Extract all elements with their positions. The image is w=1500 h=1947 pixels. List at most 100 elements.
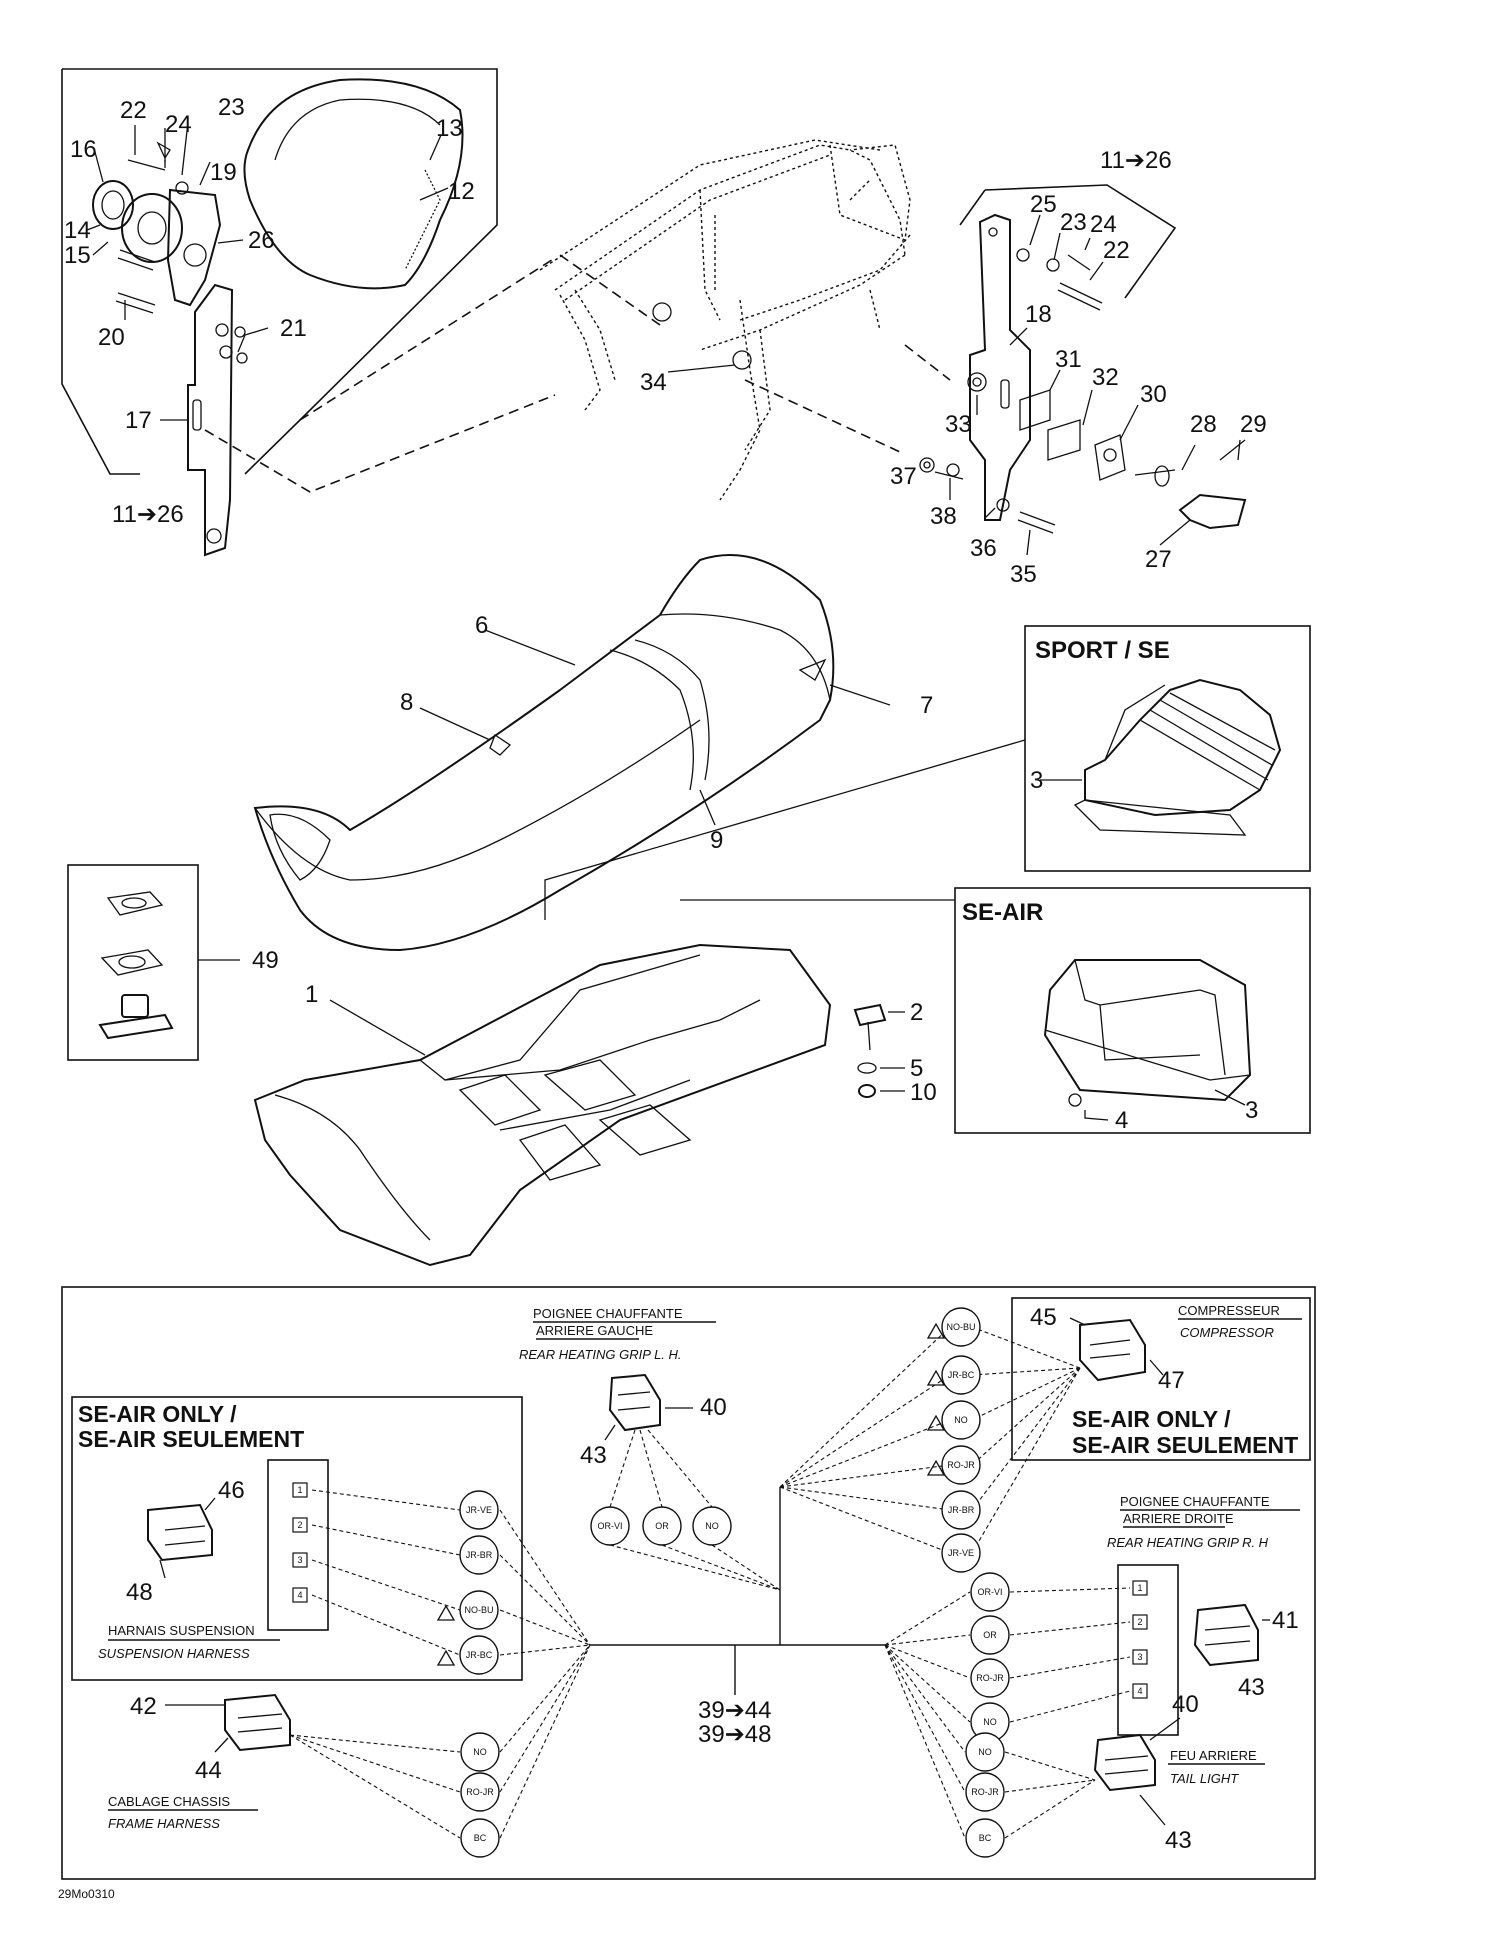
- grip-left-connector: [608, 1373, 661, 1432]
- item-49-panel: 49: [67, 864, 279, 1061]
- wire-code-grip-left-3: NO: [692, 1506, 732, 1546]
- svg-text:NO-BU: NO-BU: [947, 1322, 976, 1332]
- figure-reference: 29Mo0310: [58, 1887, 115, 1901]
- se-air-panel: SE-AIR 4 3: [680, 887, 1311, 1134]
- callout-12: 12: [448, 178, 475, 205]
- grip-left-label-en: REAR HEATING GRIP L. H.: [519, 1347, 682, 1362]
- svg-text:1: 1: [1137, 1583, 1142, 1593]
- callout-9: 9: [710, 827, 723, 854]
- wiring-diagram: POIGNEE CHAUFFANTE ARRIERE GAUCHE REAR H…: [61, 1286, 1316, 1880]
- se-air-only-left-1: SE-AIR ONLY /: [78, 1401, 237, 1427]
- wire-code-comp-5: JR-BR: [941, 1490, 981, 1530]
- callout-24a: 24: [165, 111, 192, 138]
- se-air-only-right-1: SE-AIR ONLY /: [1072, 1406, 1231, 1432]
- callout-3a: 3: [1030, 767, 1043, 794]
- wire-code-frame-1: NO: [460, 1732, 500, 1772]
- wire-code-frame-2: RO-JR: [460, 1772, 500, 1812]
- svg-text:2: 2: [297, 1520, 302, 1530]
- wire-code-grip-left-1: OR-VI: [590, 1506, 630, 1546]
- grip-right-label-en: REAR HEATING GRIP R. H: [1107, 1535, 1269, 1550]
- se-air-title: SE-AIR: [962, 899, 1043, 926]
- callout-48: 48: [126, 1579, 153, 1606]
- callout-13: 13: [436, 115, 463, 142]
- callout-18: 18: [1025, 301, 1052, 328]
- svg-text:JR-BC: JR-BC: [948, 1370, 975, 1380]
- callout-24b: 24: [1090, 211, 1117, 238]
- wire-code-frame-3: BC: [460, 1818, 500, 1858]
- wire-code-grip-right-4: NO: [970, 1702, 1010, 1742]
- callout-42: 42: [130, 1693, 157, 1720]
- callout-31: 31: [1055, 346, 1082, 373]
- suspension-connector: [147, 1503, 213, 1562]
- frame-label-fr: CABLAGE CHASSIS: [108, 1794, 230, 1809]
- svg-text:JR-VE: JR-VE: [466, 1505, 492, 1515]
- pin-grip-right-1: 1: [1132, 1580, 1148, 1596]
- sport-se-panel: SPORT / SE 3: [544, 625, 1311, 920]
- svg-text:JR-BR: JR-BR: [466, 1550, 493, 1560]
- callout-38: 38: [930, 503, 957, 530]
- svg-text:4: 4: [297, 1590, 302, 1600]
- svg-text:OR-VI: OR-VI: [977, 1587, 1002, 1597]
- svg-text:BC: BC: [979, 1833, 992, 1843]
- svg-text:NO: NO: [473, 1747, 487, 1757]
- callout-4: 4: [1115, 1107, 1128, 1134]
- grip-right-label-fr-1: POIGNEE CHAUFFANTE: [1120, 1494, 1270, 1509]
- svg-text:2: 2: [1137, 1617, 1142, 1627]
- callout-26: 26: [248, 227, 275, 254]
- callout-37: 37: [890, 463, 917, 490]
- wire-code-grip-left-2: OR: [642, 1506, 682, 1546]
- svg-text:JR-BC: JR-BC: [466, 1650, 493, 1660]
- backrest-panel-border-left: [61, 69, 140, 475]
- wire-code-comp-4: RO-JR: [941, 1445, 981, 1485]
- compressor-triangles: [926, 1322, 946, 1476]
- pin-susp-1: 1: [292, 1482, 308, 1498]
- se-air-only-left-2: SE-AIR SEULEMENT: [78, 1426, 304, 1452]
- callout-2: 2: [910, 999, 923, 1026]
- wire-code-tail-3: BC: [965, 1818, 1005, 1858]
- wire-code-susp-4: JR-BC: [459, 1635, 499, 1675]
- svg-text:1: 1: [297, 1485, 302, 1495]
- callout-19: 19: [210, 159, 237, 186]
- pin-susp-4: 4: [292, 1587, 308, 1603]
- callout-23b: 23: [1060, 209, 1087, 236]
- callout-36: 36: [970, 535, 997, 562]
- sport-se-title: SPORT / SE: [1035, 637, 1170, 664]
- tail-light-connector: [1093, 1733, 1156, 1792]
- callout-16: 16: [70, 136, 97, 163]
- svg-text:NO: NO: [705, 1521, 719, 1531]
- callout-20: 20: [98, 324, 125, 351]
- seat-base: 1 2 5 10: [253, 943, 937, 1267]
- callout-43c: 43: [1165, 1827, 1192, 1854]
- grip-left-label-fr-1: POIGNEE CHAUFFANTE: [533, 1306, 683, 1321]
- callout-32: 32: [1092, 364, 1119, 391]
- svg-text:NO: NO: [954, 1415, 968, 1425]
- wire-code-comp-2: JR-BC: [941, 1355, 981, 1395]
- svg-text:OR-VI: OR-VI: [597, 1521, 622, 1531]
- wire-code-comp-1: NO-BU: [941, 1307, 981, 1347]
- callout-11b: 11➔26: [1100, 147, 1172, 174]
- callout-44: 44: [195, 1757, 222, 1784]
- backrest-panel-border: [62, 68, 498, 475]
- callout-49: 49: [252, 947, 279, 974]
- compressor-connector: [1079, 1318, 1146, 1382]
- wire-code-grip-right-2: OR: [970, 1615, 1010, 1655]
- pin-susp-3: 3: [292, 1552, 308, 1568]
- wire-code-tail-2: RO-JR: [965, 1772, 1005, 1812]
- svg-text:OR: OR: [983, 1630, 997, 1640]
- svg-text:3: 3: [1137, 1652, 1142, 1662]
- callout-3b: 3: [1245, 1097, 1258, 1124]
- callout-14: 14: [64, 217, 91, 244]
- svg-text:RO-JR: RO-JR: [971, 1787, 999, 1797]
- callout-40a: 40: [700, 1394, 727, 1421]
- callout-39-48: 39➔48: [698, 1721, 772, 1748]
- callout-27: 27: [1145, 546, 1172, 573]
- se-air-only-right-2: SE-AIR SEULEMENT: [1072, 1432, 1298, 1458]
- compressor-label-fr: COMPRESSEUR: [1178, 1303, 1280, 1318]
- hinge-assembly: [92, 141, 248, 557]
- pin-grip-right-2: 2: [1132, 1614, 1148, 1630]
- svg-text:OR: OR: [655, 1521, 669, 1531]
- wire-code-comp-3: NO: [941, 1400, 981, 1440]
- pin-grip-right-4: 4: [1132, 1683, 1148, 1699]
- wire-code-tail-1: NO: [965, 1732, 1005, 1772]
